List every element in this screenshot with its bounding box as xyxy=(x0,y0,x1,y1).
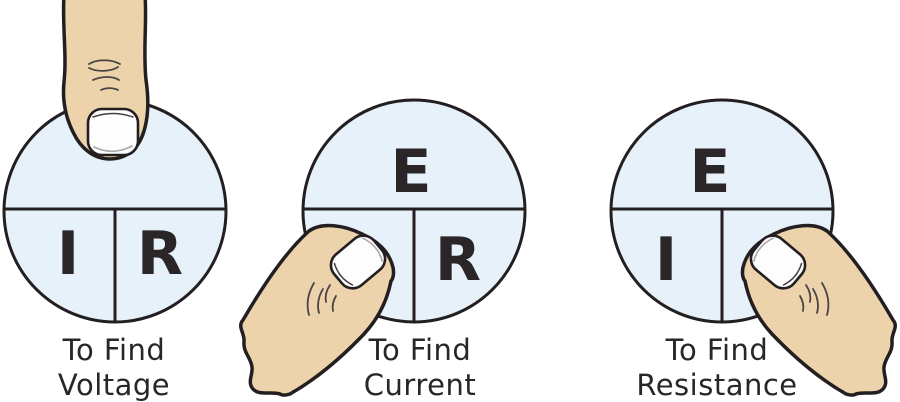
nail-highlight-line xyxy=(93,145,133,153)
letter-resistance: R xyxy=(137,219,183,289)
knuckle-crease-lines xyxy=(88,59,121,91)
letter-current: I xyxy=(655,225,677,295)
caption-line1: To Find xyxy=(665,333,769,367)
caption-line2: Voltage xyxy=(58,368,170,402)
letter-voltage: E xyxy=(391,137,432,207)
caption-line2: Current xyxy=(364,368,476,402)
fingernail xyxy=(86,107,140,157)
letter-current: I xyxy=(57,219,79,289)
finger-covering-voltage xyxy=(61,0,150,161)
cuticle-line xyxy=(92,112,134,118)
diagram-current: E R To Find Current xyxy=(238,98,527,402)
letter-resistance: R xyxy=(435,225,481,295)
diagram-resistance: E I To Find Resistance xyxy=(609,98,898,402)
caption-line1: To Find xyxy=(368,333,472,367)
caption-line2: Resistance xyxy=(636,368,797,402)
diagram-voltage: I R To Find Voltage xyxy=(2,0,228,402)
letter-voltage: E xyxy=(690,137,731,207)
caption-line1: To Find xyxy=(62,333,166,367)
